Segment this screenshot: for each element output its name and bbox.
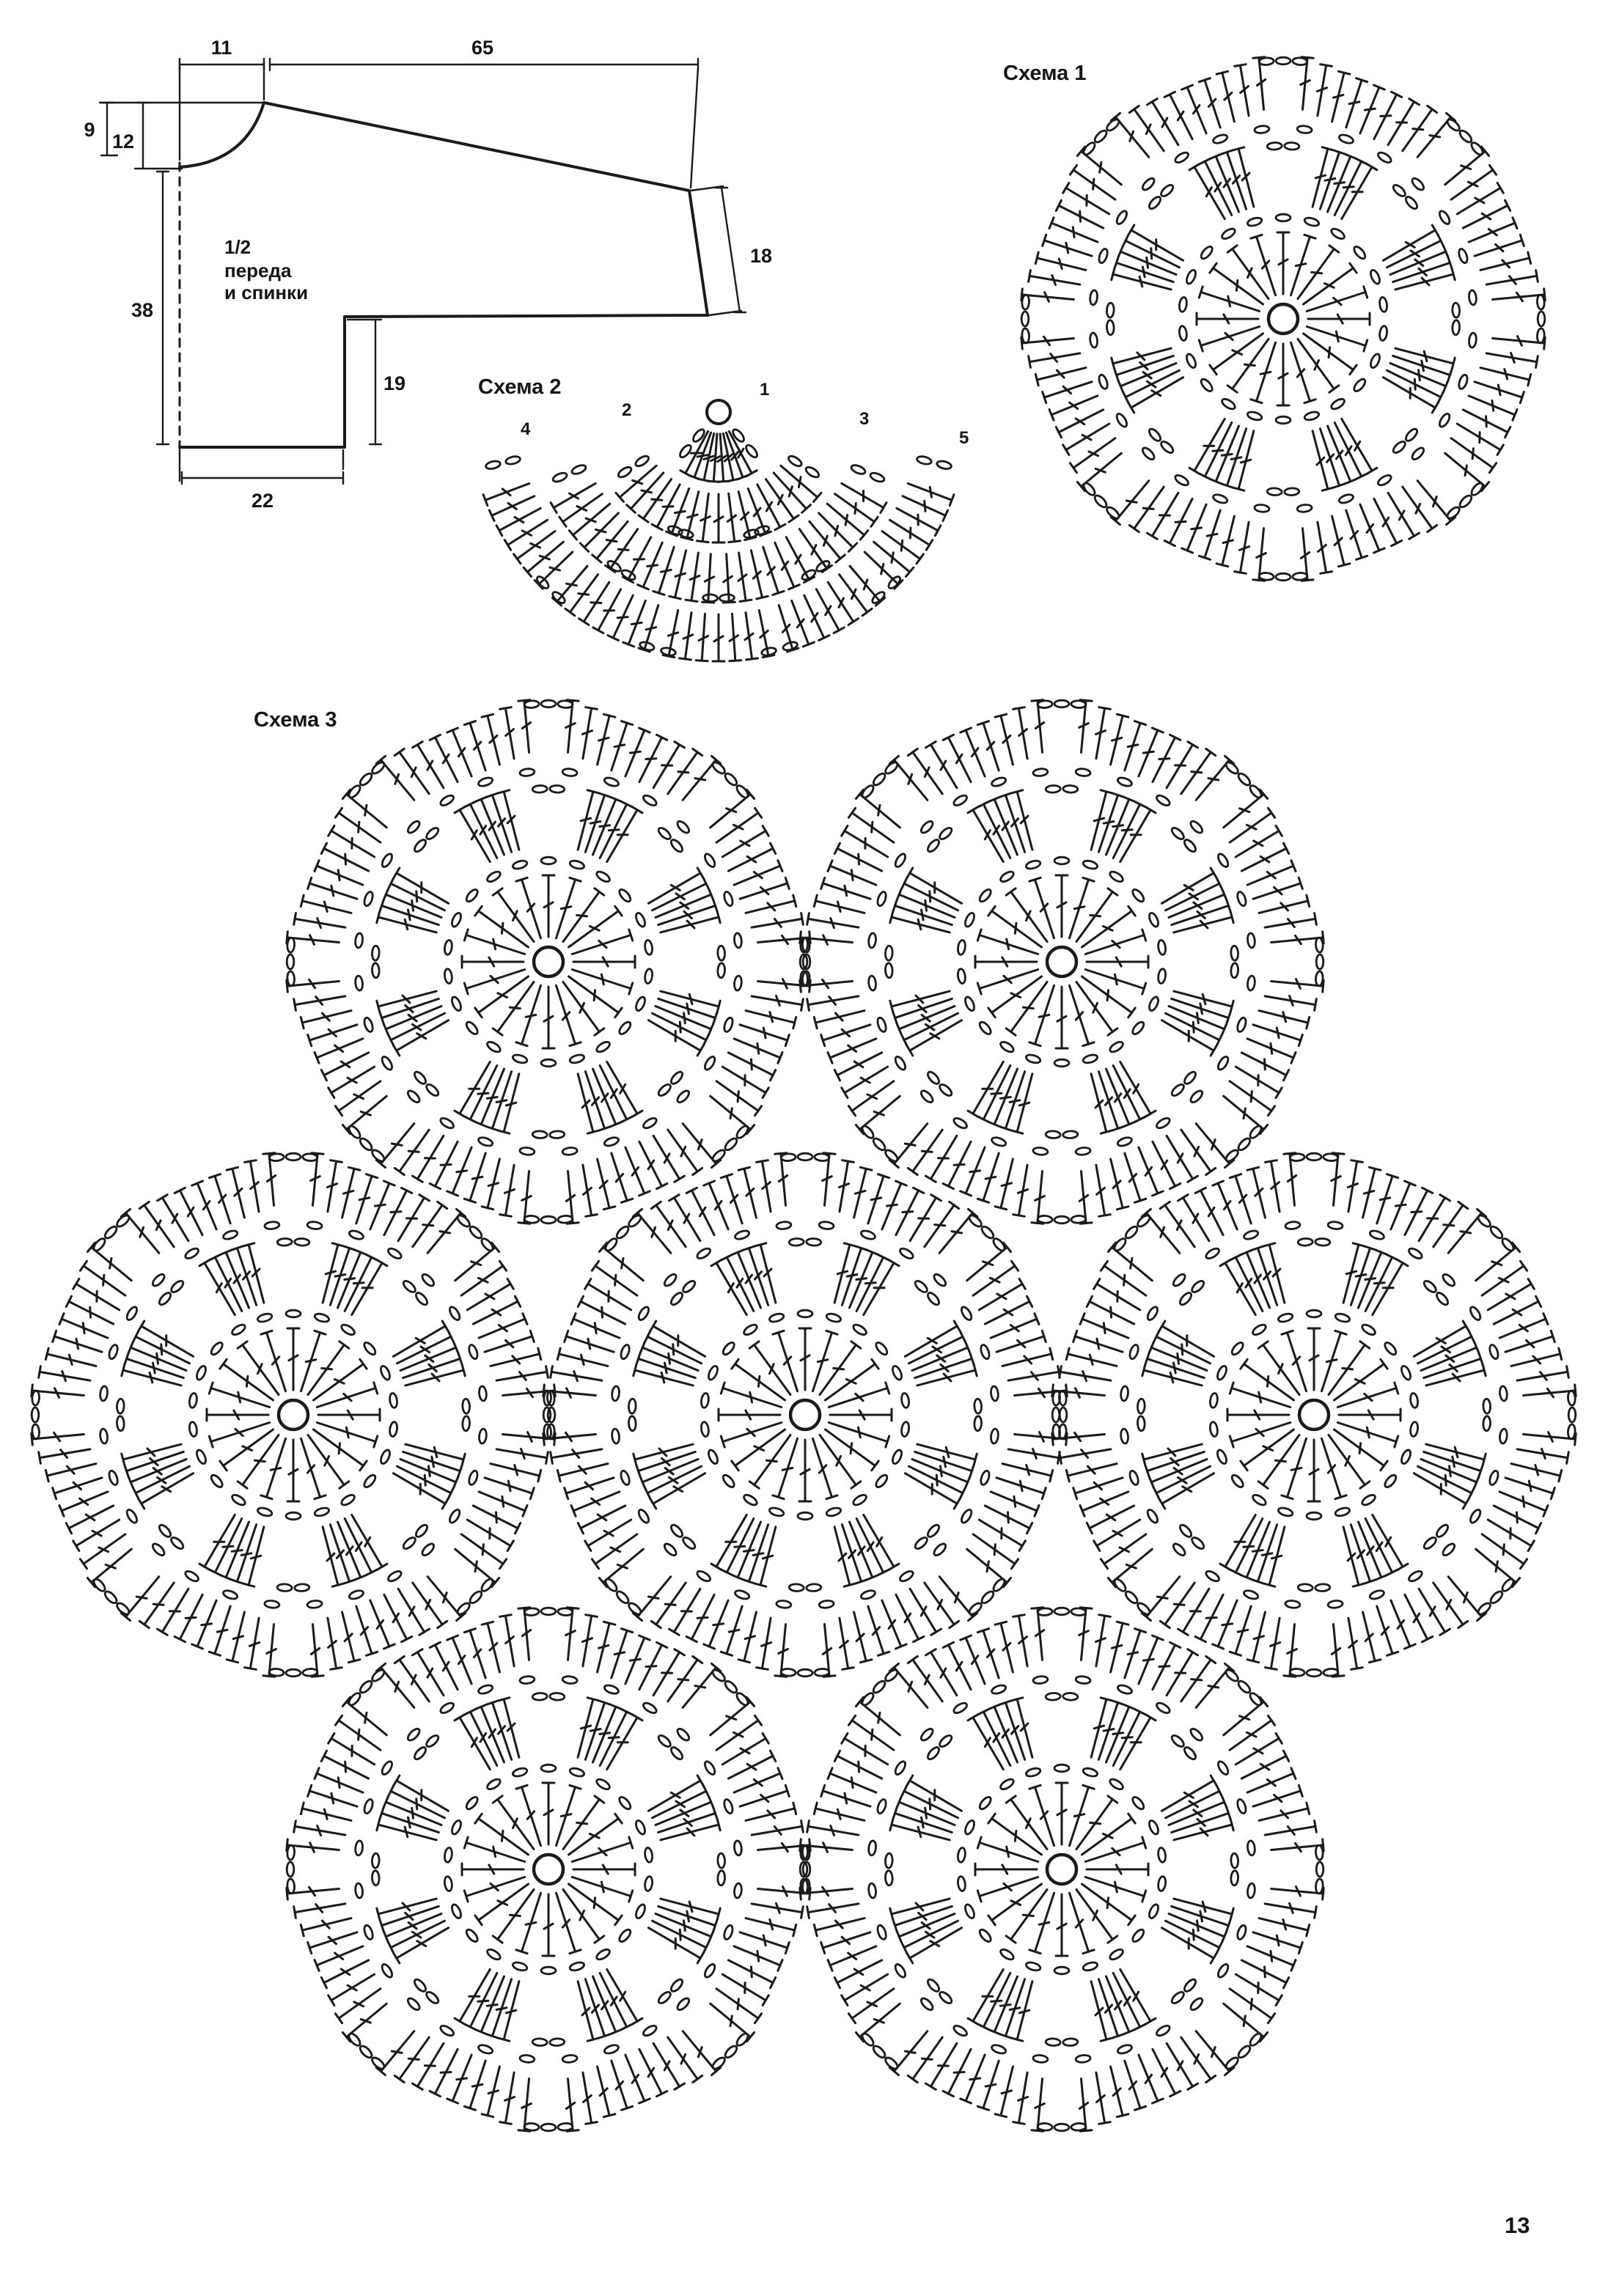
measure-shoulder-drop: 9	[84, 119, 95, 141]
measure-neck-depth: 12	[112, 130, 134, 152]
scheme3-label: Схема 3	[254, 708, 337, 732]
measure-sleeve-top: 65	[471, 37, 493, 59]
measure-neck-width: 11	[211, 37, 232, 59]
scheme1-label: Схема 1	[1003, 62, 1087, 85]
garment-schematic: 11 65 9 12 38 18 19 22 1/2 переда и спин…	[84, 37, 772, 512]
scheme3-motif-6	[285, 1606, 812, 2133]
scheme2-row-number-4: 4	[521, 419, 531, 439]
scheme3-motif-7	[799, 1606, 1325, 2133]
scheme2-label: Схема 2	[478, 375, 562, 399]
measure-bottom-half-width: 22	[252, 490, 273, 512]
scheme2-row-number-3: 3	[859, 409, 870, 429]
scheme3-motif-4	[542, 1152, 1068, 1678]
scheme2-row-number-1: 1	[760, 380, 770, 400]
scheme2-row-number-2: 2	[622, 400, 632, 420]
garment-label-line2: переда	[224, 260, 292, 282]
garment-outline	[178, 101, 709, 450]
measure-side-below-sleeve: 19	[383, 372, 405, 394]
garment-dimension-lines	[98, 57, 747, 485]
scheme3-motif-2	[799, 699, 1325, 1225]
scheme2-fan	[482, 399, 955, 663]
scheme2-row-number-5: 5	[959, 428, 969, 448]
scheme1-motif	[1020, 56, 1546, 582]
measure-cuff: 18	[750, 245, 772, 267]
measure-body-length: 38	[131, 299, 153, 321]
garment-label-line1: 1/2	[224, 236, 251, 258]
garment-label-line3: и спинки	[224, 282, 308, 303]
scheme3-motif-3	[30, 1152, 557, 1678]
scheme3-motif-5	[1051, 1152, 1577, 1678]
scheme3-motif-1	[285, 699, 812, 1225]
page-number: 13	[1505, 2212, 1530, 2238]
